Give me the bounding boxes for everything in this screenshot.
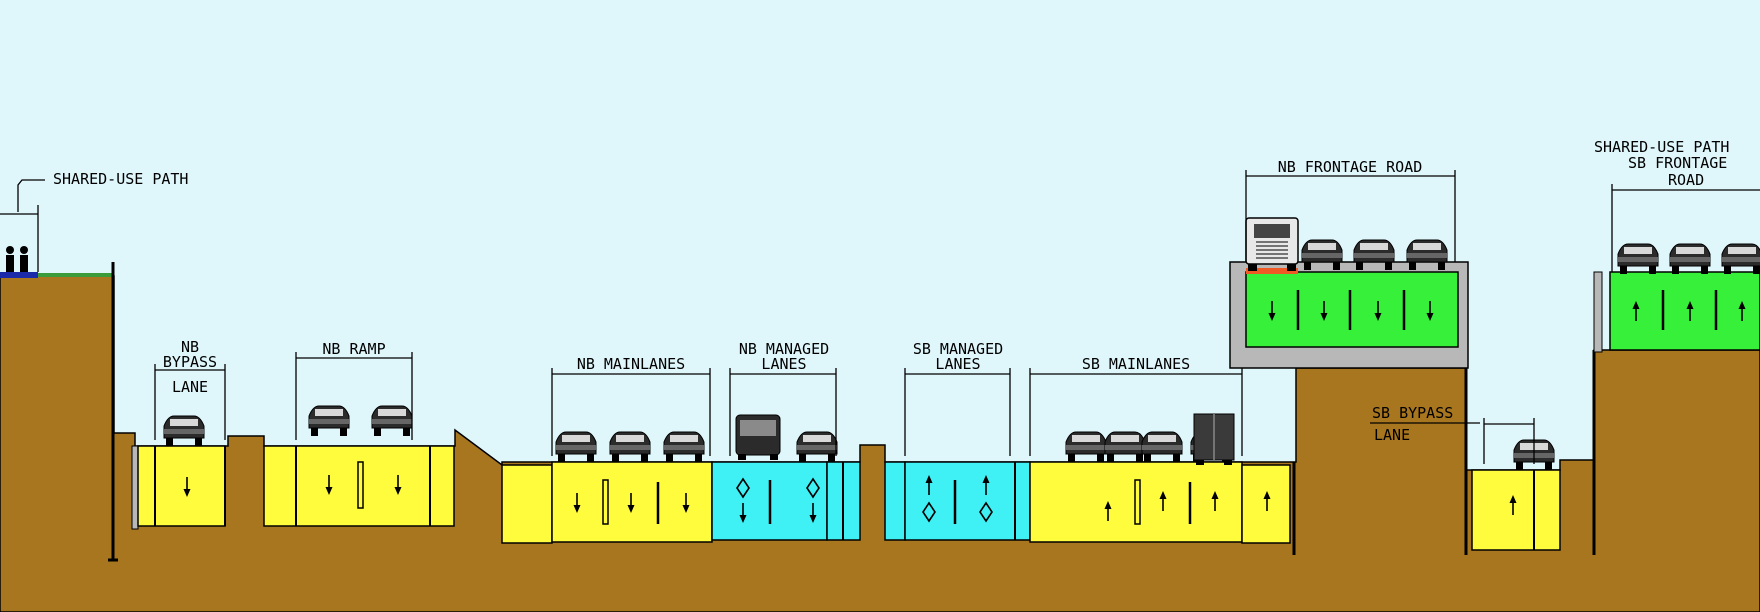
label-shared-use-path-left: SHARED-USE PATH <box>53 170 188 188</box>
semi-truck-icon <box>1245 217 1299 271</box>
direction-arrows <box>183 301 1746 523</box>
managed-lane-diamonds <box>736 477 993 523</box>
nb-mainlanes <box>551 461 713 543</box>
direction-arrow-icon <box>1509 495 1517 515</box>
diamond-marking-icon <box>922 501 936 523</box>
car-icon <box>609 431 651 462</box>
direction-arrow-icon <box>1211 491 1219 511</box>
label-sb-mainlanes: SB MAINLANES <box>1082 355 1190 373</box>
bus-icon <box>735 414 781 460</box>
dashed-divider <box>1134 479 1141 525</box>
direction-arrow-icon <box>1320 301 1328 321</box>
car-icon <box>1104 431 1146 462</box>
label-nb-managed-line1: NB MANAGED <box>739 340 829 358</box>
nb-shoulder <box>501 464 553 544</box>
car-icon <box>1406 239 1448 270</box>
car-icon <box>371 405 413 436</box>
dimension-lines <box>0 170 1760 464</box>
sb-managed-lanes <box>904 461 1031 541</box>
label-nb-ramp: NB RAMP <box>322 340 385 358</box>
truck-icon <box>1193 413 1235 465</box>
direction-arrow-icon <box>682 493 690 513</box>
label-nb-frontage-road: NB FRONTAGE ROAD <box>1278 158 1423 176</box>
direction-arrow-icon <box>1632 301 1640 321</box>
direction-arrow-icon <box>925 475 933 495</box>
car-icon <box>1721 243 1760 274</box>
dashed-divider <box>602 479 609 525</box>
label-nb-bypass-line3: LANE <box>172 378 208 396</box>
car-icon <box>1617 243 1659 274</box>
label-sb-managed-line2: LANES <box>935 355 980 373</box>
direction-arrow-icon <box>627 493 635 513</box>
direction-arrow-icon <box>739 503 747 523</box>
direction-arrow-icon <box>1263 491 1271 511</box>
nb-bypass-wall-left <box>131 445 139 530</box>
label-nb-bypass-line2: BYPASS <box>163 353 217 371</box>
car-icon <box>555 431 597 462</box>
sb-mainlanes <box>1029 461 1243 543</box>
label-sb-bypass-line1: SB BYPASS <box>1372 404 1453 422</box>
direction-arrow-icon <box>573 493 581 513</box>
diamond-marking-icon <box>806 477 820 499</box>
label-nb-bypass-line1: NB <box>181 338 199 356</box>
direction-arrow-icon <box>1268 301 1276 321</box>
sb-managed-wall <box>884 461 906 541</box>
direction-arrow-icon <box>809 503 817 523</box>
car-icon <box>1353 239 1395 270</box>
direction-arrow-icon <box>325 475 333 495</box>
direction-arrow-icon <box>183 477 191 497</box>
grass-strip-left <box>38 273 113 277</box>
label-sb-frontage-line2: ROAD <box>1668 171 1704 189</box>
sb-shoulder <box>1241 464 1291 544</box>
label-sb-frontage-line1: SB FRONTAGE <box>1628 154 1727 172</box>
direction-arrow-icon <box>982 475 990 495</box>
curb-marker <box>1246 268 1298 274</box>
sb-bypass-lane <box>1471 469 1561 551</box>
direction-arrow-icon <box>1374 301 1382 321</box>
car-icon <box>1141 431 1183 462</box>
label-nb-mainlanes: NB MAINLANES <box>577 355 685 373</box>
direction-arrow-icon <box>1426 301 1434 321</box>
sb-frontage-wall <box>1593 271 1603 353</box>
car-icon <box>796 431 838 462</box>
car-icon <box>1301 239 1343 270</box>
label-sb-bypass-line2: LANE <box>1374 426 1410 444</box>
label-sb-managed-line1: SB MANAGED <box>913 340 1003 358</box>
direction-arrow-icon <box>1159 491 1167 511</box>
car-icon <box>1065 431 1107 462</box>
sb-frontage-lanes <box>1609 271 1760 351</box>
nb-frontage-lanes <box>1245 271 1459 348</box>
diamond-marking-icon <box>736 477 750 499</box>
car-icon <box>163 415 205 446</box>
nb-ramp-lane <box>263 445 455 527</box>
direction-arrow-icon <box>1686 301 1694 321</box>
direction-arrow-icon <box>394 475 402 495</box>
pedestrian-icon <box>6 246 28 272</box>
label-nb-managed-line2: LANES <box>761 355 806 373</box>
car-icon <box>308 405 350 436</box>
direction-arrow-icon <box>1738 301 1746 321</box>
car-icon <box>1669 243 1711 274</box>
label-shared-use-path-right: SHARED-USE PATH <box>1594 138 1729 156</box>
car-icon <box>663 431 705 462</box>
leader-line <box>17 179 45 212</box>
direction-arrow-icon <box>1104 501 1112 521</box>
shared-path-surface-left <box>0 272 38 278</box>
vehicles <box>163 217 1760 470</box>
dashed-divider <box>357 461 364 509</box>
diamond-marking-icon <box>979 501 993 523</box>
nb-bypass-lane <box>137 445 226 527</box>
